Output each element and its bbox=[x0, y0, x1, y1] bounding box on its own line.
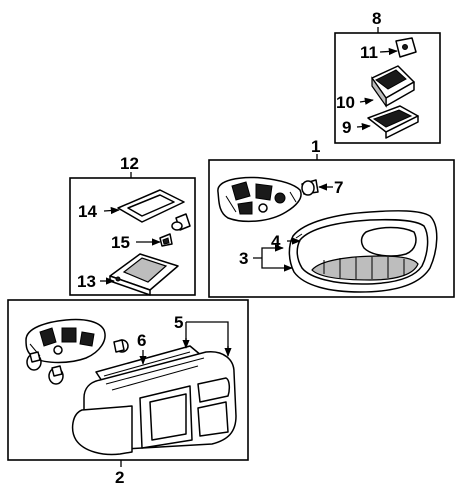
leader-10 bbox=[359, 97, 374, 105]
callout-15: 15 bbox=[111, 233, 130, 252]
part-10-socket bbox=[371, 65, 415, 108]
group-12-license-lamp: 12 14 15 13 bbox=[69, 154, 196, 296]
callout-1: 1 bbox=[311, 137, 320, 156]
socket-assembly bbox=[217, 176, 302, 223]
callout-11: 11 bbox=[360, 43, 378, 62]
group-2-frame bbox=[7, 299, 249, 461]
leader-11 bbox=[379, 47, 398, 56]
bulbs-2 bbox=[26, 339, 129, 385]
part-bulb bbox=[171, 213, 191, 231]
callout-12: 12 bbox=[120, 154, 139, 173]
leader-3 bbox=[253, 247, 288, 269]
callout-14: 14 bbox=[78, 202, 97, 221]
part-13-lamp-body bbox=[109, 253, 179, 296]
callout-6: 6 bbox=[137, 331, 146, 350]
part-3-lamp-housing bbox=[288, 210, 438, 293]
group-8-license-lamp: 8 11 10 9 bbox=[334, 9, 441, 144]
callout-5: 5 bbox=[174, 313, 183, 332]
callout-2: 2 bbox=[115, 468, 124, 487]
part-14-gasket bbox=[117, 189, 185, 223]
callout-9: 9 bbox=[342, 118, 351, 137]
leader-9 bbox=[356, 122, 371, 131]
callout-3: 3 bbox=[239, 249, 248, 268]
group-8-frame bbox=[334, 32, 441, 144]
part-15-clip bbox=[159, 233, 173, 247]
part-7-bulb bbox=[301, 179, 319, 196]
callout-13: 13 bbox=[77, 272, 96, 291]
group-2-tail-lamp: 2 6 bbox=[7, 299, 249, 487]
leader-14 bbox=[103, 206, 120, 215]
part-11-gasket bbox=[395, 37, 417, 58]
callout-7: 7 bbox=[334, 178, 343, 197]
callout-10: 10 bbox=[336, 93, 355, 112]
callout-8: 8 bbox=[372, 9, 381, 28]
group-12-frame bbox=[69, 177, 196, 296]
part-9-lens bbox=[367, 105, 419, 139]
group-1-tail-lamp: 1 7 4 3 bbox=[208, 137, 455, 298]
group-1-frame bbox=[208, 159, 455, 298]
part-5-lamp-housing bbox=[71, 351, 237, 456]
callout-4: 4 bbox=[271, 232, 281, 251]
